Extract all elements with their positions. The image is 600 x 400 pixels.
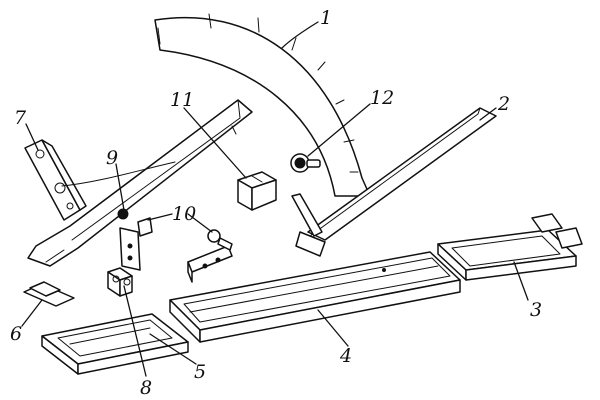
callout-3: 3 xyxy=(530,299,542,321)
callout-11: 11 xyxy=(170,89,194,111)
leader-3 xyxy=(513,261,529,301)
part-9-slider-bracket xyxy=(117,208,153,271)
callout-9: 9 xyxy=(106,147,118,169)
leader-7 xyxy=(25,123,39,151)
leader-1 xyxy=(281,21,319,49)
callouts: 1 2 3 4 5 6 7 8 9 10 11 12 xyxy=(10,7,542,399)
part-5-short-channel xyxy=(41,313,189,375)
callout-10: 10 xyxy=(172,203,196,225)
callout-7: 7 xyxy=(14,107,27,129)
leader-2 xyxy=(479,107,497,121)
callout-12: 12 xyxy=(370,87,394,109)
leader-11 xyxy=(183,107,247,179)
part-6-clip xyxy=(23,281,75,307)
leader-9 xyxy=(115,163,125,211)
leader-10b xyxy=(187,213,213,233)
part-8-hinge xyxy=(107,267,133,297)
leader-12 xyxy=(307,103,371,157)
callout-5: 5 xyxy=(194,361,206,383)
part-4-long-channel xyxy=(169,251,461,343)
leader-4 xyxy=(317,309,349,347)
part-10-clamp-brackets xyxy=(187,229,233,283)
part-7-angled-arm xyxy=(24,99,253,267)
part-2-ruler-arm xyxy=(291,107,497,257)
callout-4: 4 xyxy=(339,345,352,367)
callout-1: 1 xyxy=(320,7,332,29)
callout-8: 8 xyxy=(140,377,152,399)
leader-8 xyxy=(123,285,147,377)
leader-6 xyxy=(21,299,43,327)
leader-10a xyxy=(147,213,173,221)
part-3-end-channel xyxy=(437,213,583,281)
leader-lines xyxy=(21,21,529,377)
part-11-block xyxy=(237,171,277,211)
callout-6: 6 xyxy=(10,323,22,345)
leader-5 xyxy=(149,333,197,365)
part-12-knob xyxy=(290,153,321,173)
callout-2: 2 xyxy=(497,93,510,115)
